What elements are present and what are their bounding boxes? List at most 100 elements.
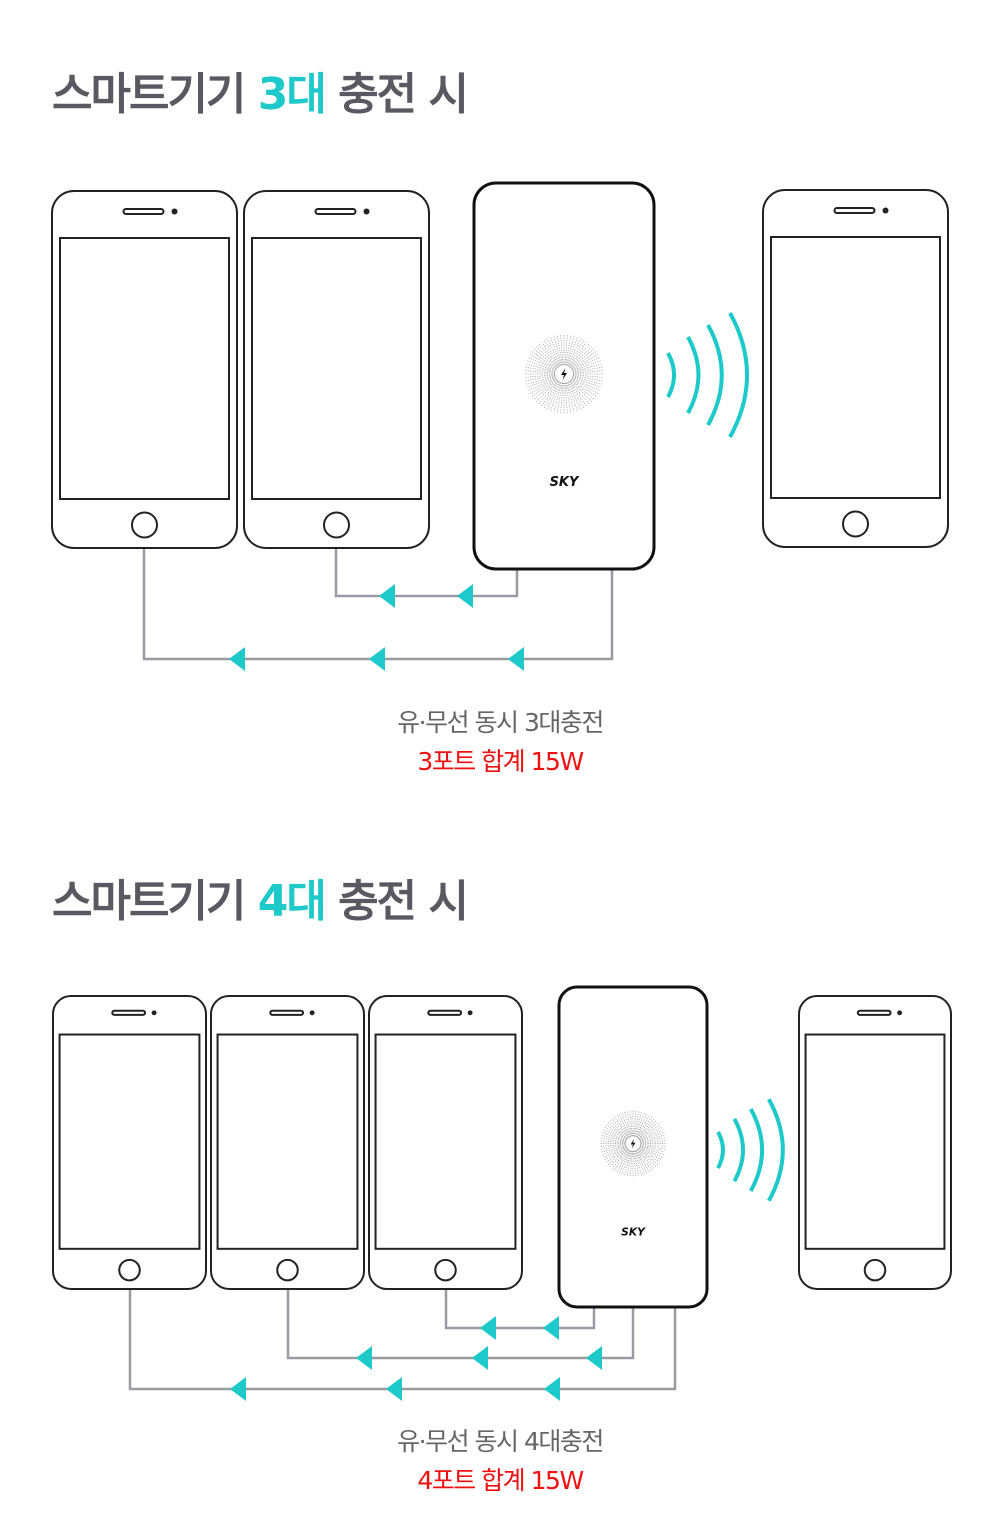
charging-cable: [444, 1289, 596, 1330]
arrow-left-icon: [379, 584, 395, 608]
charging-pad-ray: [526, 376, 556, 389]
phone-screen: [58, 1033, 201, 1250]
charging-pad-ray: [613, 1116, 630, 1138]
smartphone: [368, 995, 523, 1290]
charging-pad-ray: [616, 1115, 630, 1138]
charging-pad-ray: [572, 377, 601, 392]
camera-icon: [467, 1010, 473, 1016]
charging-pad-ray: [624, 1111, 632, 1137]
charging-pad-ray: [633, 1110, 637, 1137]
charging-pad-ray: [635, 1150, 648, 1174]
charging-pad-ray: [572, 356, 601, 371]
charging-pad-ray: [535, 345, 558, 368]
camera-icon: [171, 208, 178, 215]
smartphone: [210, 995, 365, 1290]
charging-pad-ray: [570, 380, 593, 403]
arrow-left-icon: [480, 1316, 496, 1340]
charging-pad-ray: [572, 374, 604, 378]
caption-4: 유·무선 동시 4대충전: [397, 1427, 604, 1456]
charging-pad-ray: [639, 1147, 662, 1161]
home-button-icon: [863, 1258, 887, 1282]
charging-pad-ray: [611, 1149, 629, 1169]
charging-pad-ray: [572, 370, 604, 374]
arrow-left-icon: [472, 1346, 488, 1370]
charging-pad-ray: [633, 1111, 640, 1137]
charging-pad-ray: [639, 1146, 663, 1158]
home-button-icon: [276, 1258, 299, 1282]
arrow-left-icon: [544, 1377, 560, 1401]
charging-pad-ray: [568, 381, 588, 407]
charging-pad-ray: [546, 382, 561, 411]
charging-pad-ray: [601, 1134, 626, 1143]
phone-screen: [804, 1033, 946, 1250]
charging-pad-ray: [553, 335, 563, 366]
charging-pad-ray: [564, 382, 568, 414]
arrow-left-icon: [386, 1377, 402, 1401]
charging-pad-ray: [572, 363, 603, 373]
charging-pad-ray: [636, 1116, 653, 1138]
charging-pad-ray: [540, 341, 560, 367]
brand-logo: SKY: [621, 1225, 646, 1238]
charging-pad-ray: [616, 1149, 630, 1173]
charging-pad-ray: [634, 1150, 642, 1176]
wave-arc: [749, 1108, 765, 1192]
charging-pad-ray: [639, 1129, 663, 1141]
charging-pad-ray: [601, 1145, 626, 1153]
home-button-icon: [842, 510, 869, 538]
home-button-icon: [323, 511, 350, 539]
charging-pad-ray: [556, 382, 563, 414]
charging-pad-ray: [529, 353, 557, 370]
charging-pad-ray: [533, 348, 558, 369]
charging-pad-ray: [603, 1129, 627, 1141]
charging-pad-ray: [570, 345, 593, 368]
phone-screen: [216, 1033, 359, 1250]
charging-pad-ray: [524, 375, 556, 382]
charging-pad-ray: [564, 334, 568, 366]
charging-pad-ray: [637, 1148, 657, 1168]
charging-pad-ray: [570, 379, 595, 400]
camera-icon: [151, 1010, 157, 1016]
charging-pad-ray: [600, 1137, 626, 1143]
charging-pad-ray: [618, 1150, 631, 1174]
charging-pad-ray: [533, 379, 558, 400]
wave-arc: [732, 1117, 745, 1183]
charging-pad-ray: [604, 1126, 627, 1141]
brand-logo: SKY: [550, 475, 580, 490]
charging-pad-ray: [565, 382, 575, 413]
speaker-icon: [856, 1009, 892, 1016]
charging-pad-ray: [618, 1113, 631, 1138]
arrow-left-icon: [508, 647, 524, 671]
charging-pad-ray: [636, 1149, 650, 1173]
charging-pad-ray: [637, 1118, 655, 1139]
charging-pad-ray: [524, 374, 556, 378]
smartphone: [762, 189, 949, 548]
charging-pad-ray: [524, 370, 556, 374]
charging-pad-ray: [635, 1150, 645, 1175]
charging-pad-ray: [633, 1150, 640, 1176]
charging-pad-ray: [602, 1145, 627, 1156]
arrow-left-icon: [229, 647, 245, 671]
charging-pad-ray: [553, 382, 563, 413]
charging-pad-ray: [570, 348, 595, 369]
charging-pad-ray: [602, 1132, 627, 1142]
charging-pad-ray: [543, 381, 560, 409]
wave-arc: [716, 1130, 725, 1170]
section-title-3: 스마트기기 3대 충전 시: [52, 69, 469, 120]
charging-pad-ray: [639, 1132, 664, 1142]
charging-pad-ray: [639, 1145, 664, 1156]
charging-pad-ray: [569, 380, 590, 405]
charging-cable: [128, 1289, 677, 1391]
charging-pad-ray: [529, 378, 557, 395]
arrow-left-icon: [356, 1346, 372, 1370]
charging-pad-ray: [556, 334, 563, 366]
charging-pad-ray: [535, 380, 558, 403]
power-bank-body: [557, 985, 709, 1309]
charging-pad-ray: [638, 1122, 659, 1140]
lightning-icon: [561, 368, 567, 380]
lightning-icon: [630, 1138, 636, 1149]
charging-pad-ray: [611, 1118, 629, 1139]
wave-arc: [767, 1098, 785, 1202]
charging-pad-ray: [525, 363, 556, 373]
charging-pad-ray: [637, 1149, 655, 1169]
